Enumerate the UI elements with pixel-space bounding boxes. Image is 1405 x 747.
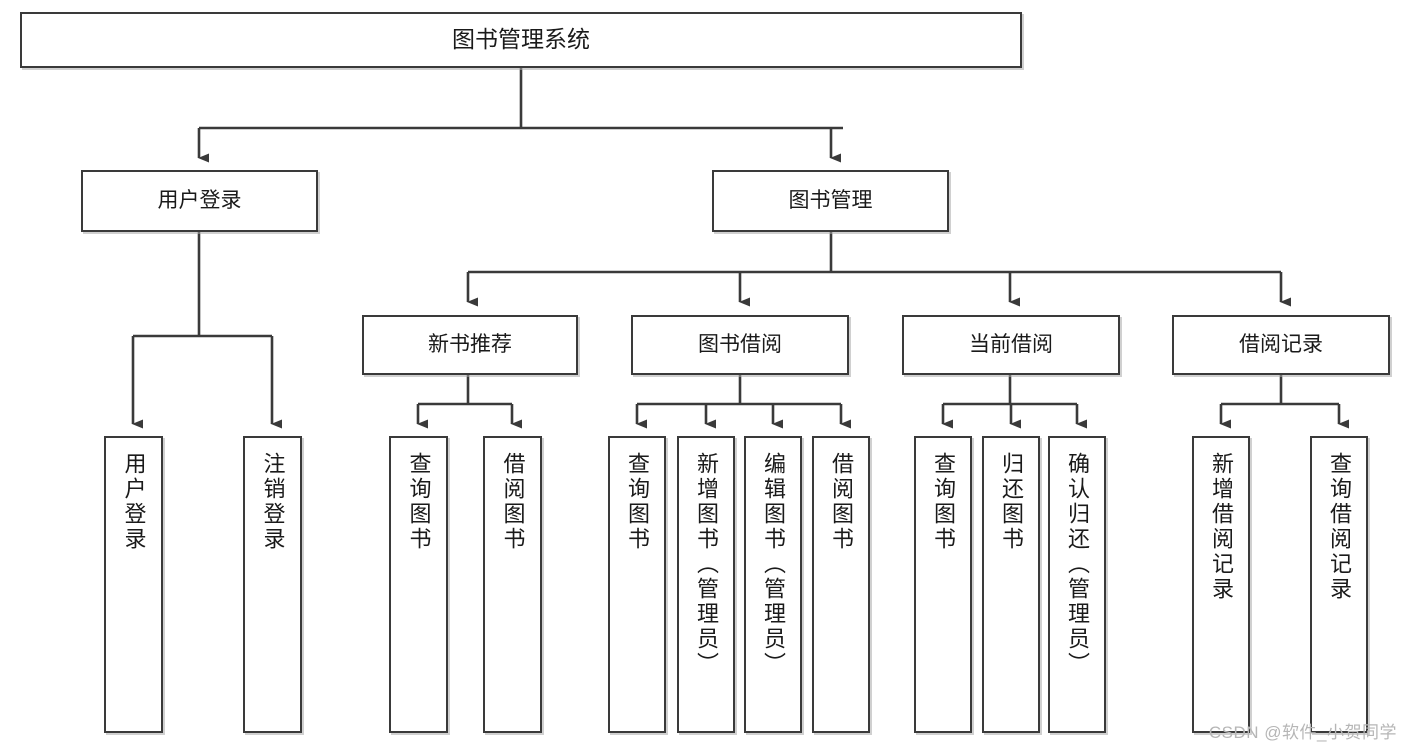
node-root[interactable]: 图书管理系统 (20, 12, 1022, 68)
leaf-user-login-label: 用户登录 (121, 452, 147, 552)
node-book-borrow-label: 图书借阅 (698, 333, 782, 357)
leaf-borrow-book-recommend-label: 借阅图书 (500, 452, 526, 552)
leaf-add-borrow-record[interactable]: 新增借阅记录 (1192, 436, 1250, 733)
node-user-login-label: 用户登录 (157, 189, 242, 213)
leaf-add-book-admin[interactable]: 新增图书（管理员） (677, 436, 735, 733)
leaf-borrow-book-label: 借阅图书 (829, 452, 854, 552)
node-borrow-record[interactable]: 借阅记录 (1172, 315, 1390, 375)
leaf-query-book-current[interactable]: 查询图书 (914, 436, 972, 733)
leaf-return-book[interactable]: 归还图书 (982, 436, 1040, 733)
node-book-management-label: 图书管理 (788, 189, 873, 213)
leaf-confirm-return-admin[interactable]: 确认归还（管理员） (1048, 436, 1106, 733)
leaf-query-book-current-label: 查询图书 (931, 452, 956, 552)
leaf-add-book-admin-label: 新增图书（管理员） (694, 452, 719, 677)
node-new-book-recommend[interactable]: 新书推荐 (362, 315, 578, 375)
leaf-query-book-borrow[interactable]: 查询图书 (608, 436, 666, 733)
node-user-login[interactable]: 用户登录 (81, 170, 318, 232)
leaf-edit-book-admin-label: 编辑图书（管理员） (761, 452, 786, 677)
node-new-book-recommend-label: 新书推荐 (428, 333, 512, 357)
node-current-borrow-label: 当前借阅 (969, 333, 1053, 357)
leaf-borrow-book[interactable]: 借阅图书 (812, 436, 870, 733)
watermark: CSDN @软件_小贺同学 (1208, 723, 1397, 742)
leaf-logout[interactable]: 注销登录 (243, 436, 302, 733)
node-borrow-record-label: 借阅记录 (1239, 333, 1323, 357)
leaf-logout-label: 注销登录 (260, 452, 286, 552)
leaf-query-book-borrow-label: 查询图书 (625, 452, 650, 552)
leaf-edit-book-admin[interactable]: 编辑图书（管理员） (744, 436, 802, 733)
leaf-confirm-return-admin-label: 确认归还（管理员） (1065, 452, 1090, 677)
leaf-query-book-recommend[interactable]: 查询图书 (389, 436, 448, 733)
leaf-borrow-book-recommend[interactable]: 借阅图书 (483, 436, 542, 733)
node-root-label: 图书管理系统 (452, 26, 590, 53)
node-current-borrow[interactable]: 当前借阅 (902, 315, 1120, 375)
leaf-query-borrow-record[interactable]: 查询借阅记录 (1310, 436, 1368, 733)
leaf-query-borrow-record-label: 查询借阅记录 (1327, 452, 1352, 602)
leaf-user-login[interactable]: 用户登录 (104, 436, 163, 733)
node-book-borrow[interactable]: 图书借阅 (631, 315, 849, 375)
leaf-add-borrow-record-label: 新增借阅记录 (1209, 452, 1234, 602)
leaf-query-book-recommend-label: 查询图书 (406, 452, 432, 552)
leaf-return-book-label: 归还图书 (999, 452, 1024, 552)
node-book-management[interactable]: 图书管理 (712, 170, 949, 232)
